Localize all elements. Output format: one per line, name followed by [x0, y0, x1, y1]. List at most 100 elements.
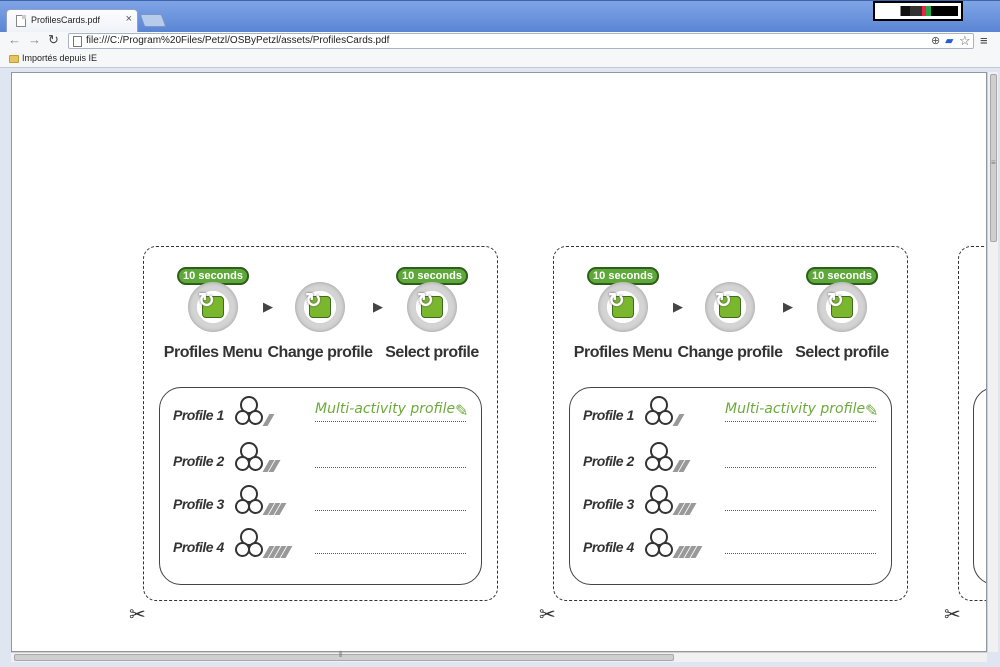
profile-row: Profile 4: [160, 526, 483, 566]
menu-icon[interactable]: ≡: [980, 33, 988, 48]
document-icon: [16, 15, 26, 27]
tab-title: ProfilesCards.pdf: [31, 15, 101, 25]
star-icon[interactable]: ☆: [959, 33, 971, 48]
profile-row: Profile 2: [570, 440, 893, 480]
profile-name: Profile 3: [583, 496, 634, 512]
horizontal-scrollbar[interactable]: ⦀: [11, 650, 987, 662]
button-press-icon: ↻: [407, 282, 457, 332]
step: 10 seconds↻Profiles Menu: [568, 267, 678, 377]
step-label: Select profile: [385, 344, 479, 361]
toolbar: ← → ↻ file:///C:/Program%20Files/Petzl/O…: [0, 32, 1000, 50]
profile-row: Profile 3: [160, 483, 483, 523]
profile-row: Profile 4: [570, 526, 893, 566]
button-press-icon: ↻: [598, 282, 648, 332]
write-line: [315, 510, 466, 511]
new-tab-button[interactable]: [139, 14, 167, 27]
profile-name: Profile 1: [583, 407, 634, 423]
intensity-bars-icon: [672, 502, 697, 515]
intensity-bars-icon: [262, 413, 275, 426]
vertical-scroll-thumb[interactable]: [990, 74, 997, 242]
tab-profilescards[interactable]: ProfilesCards.pdf ×: [6, 9, 138, 33]
card-partial-panel: [973, 387, 986, 585]
headlamp-icon: [643, 485, 679, 517]
bookmarks-bar: Importés depuis IE: [0, 50, 1000, 68]
arrow-right-icon: ▶: [263, 299, 273, 314]
step: ↻ Change profile: [265, 267, 375, 377]
intensity-bars-icon: [672, 545, 703, 558]
arrow-right-icon: ▶: [783, 299, 793, 314]
intensity-bars-icon: [262, 545, 293, 558]
headlamp-icon: [643, 442, 679, 474]
tab-close-icon[interactable]: ×: [125, 13, 132, 25]
write-line: [315, 421, 466, 422]
write-line: [725, 421, 876, 422]
button-press-icon: ↻: [188, 282, 238, 332]
bookmark-folder-ie[interactable]: Importés depuis IE: [22, 53, 98, 63]
intensity-bars-icon: [672, 459, 691, 472]
horizontal-scroll-thumb[interactable]: [14, 654, 674, 661]
profile-name: Profile 4: [583, 539, 634, 555]
write-line: [725, 553, 876, 554]
write-line: [725, 467, 876, 468]
title-bar: ProfilesCards.pdf ×: [0, 0, 1000, 33]
grip-icon: ⦀: [339, 650, 343, 659]
url-text[interactable]: file:///C:/Program%20Files/Petzl/OSByPet…: [86, 35, 390, 46]
write-line: [315, 467, 466, 468]
button-press-icon: ↻: [705, 282, 755, 332]
scissors-icon: ✂: [539, 604, 556, 626]
grip-icon: ≡: [991, 158, 996, 167]
scissors-icon: ✂: [129, 604, 146, 626]
pencil-icon: ✎: [865, 403, 879, 420]
step-label: Change profile: [267, 344, 373, 361]
vertical-scrollbar[interactable]: ≡: [987, 72, 998, 652]
profile-row: Profile 1 Multi-activity profile✎: [570, 394, 893, 434]
page-icon: [73, 36, 82, 47]
back-icon[interactable]: ←: [8, 32, 21, 47]
step: 10 seconds↻Select profile: [787, 267, 897, 377]
headlamp-icon: [233, 528, 269, 560]
zoom-icon[interactable]: ⊕: [931, 35, 941, 47]
headlamp-icon: [233, 485, 269, 517]
step: 10 seconds↻Profiles Menu: [158, 267, 268, 377]
profile-row: Profile 1 Multi-activity profile✎: [160, 394, 483, 434]
write-line: [725, 510, 876, 511]
step-label: Change profile: [677, 344, 783, 361]
profile-name: Profile 2: [583, 453, 634, 469]
intensity-bars-icon: [672, 413, 685, 426]
button-press-icon: ↻: [295, 282, 345, 332]
forward-icon[interactable]: →: [28, 32, 41, 47]
reload-icon[interactable]: ↻: [48, 32, 59, 47]
scissors-icon: ✂: [944, 604, 961, 626]
profile-name: Profile 3: [173, 496, 224, 512]
pencil-icon: ✎: [455, 403, 469, 420]
profile-name: Profile 4: [173, 539, 224, 555]
intensity-bars-icon: [262, 459, 281, 472]
card-partial: [958, 246, 986, 601]
step: ↻ Change profile: [675, 267, 785, 377]
arrow-right-icon: ▶: [373, 299, 383, 314]
intensity-bars-icon: [262, 502, 287, 515]
headlamp-icon: [643, 528, 679, 560]
profile-note: Multi-activity profile: [725, 401, 866, 417]
step-label: Profiles Menu: [573, 344, 673, 361]
extension-icon[interactable]: ▰: [945, 35, 954, 47]
profile-row: Profile 2: [160, 440, 483, 480]
profile-note: Multi-activity profile: [315, 401, 456, 417]
arrow-right-icon: ▶: [673, 299, 683, 314]
step-label: Select profile: [795, 344, 889, 361]
write-line: [315, 553, 466, 554]
step: 10 seconds↻Select profile: [377, 267, 487, 377]
button-press-icon: ↻: [817, 282, 867, 332]
folder-icon: [9, 55, 19, 63]
thumbnail-image: [873, 1, 963, 21]
headlamp-icon: [643, 396, 679, 428]
profile-name: Profile 1: [173, 407, 224, 423]
address-bar[interactable]: file:///C:/Program%20Files/Petzl/OSByPet…: [68, 33, 974, 49]
headlamp-icon: [233, 396, 269, 428]
step-label: Profiles Menu: [163, 344, 263, 361]
